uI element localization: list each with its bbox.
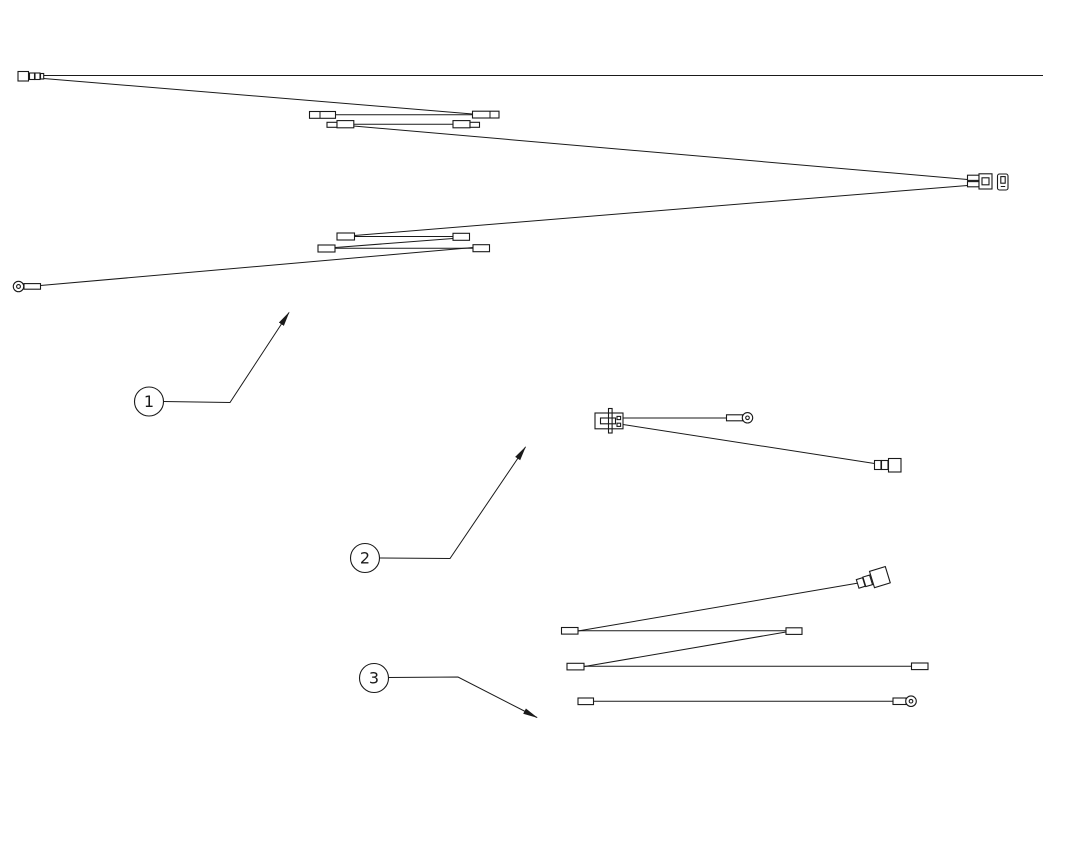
leader-arrow [387,676,538,718]
two-pin-plug-connector [966,173,993,190]
callout-2[interactable]: 2 [349,446,527,574]
leader-arrow [163,311,290,404]
harness-group-1 [12,70,1043,293]
splice-terminal [472,244,491,253]
leader-arrow [378,446,527,560]
splice-terminal [317,244,336,253]
callout-number: 1 [144,392,154,411]
splice-terminal [910,662,929,671]
wire-lead [43,78,473,115]
splice-terminal [785,627,803,635]
receptacle-terminal [873,457,902,473]
socket-connector [17,70,45,82]
callout-3[interactable]: 3 [358,662,538,718]
splice-terminal [577,697,595,706]
wire-lead [584,631,787,667]
wire-lead [353,125,968,180]
wire-lead [577,582,859,632]
splice-terminal [336,232,356,241]
harness-group-2 [594,407,902,473]
splice-terminal [452,232,471,241]
callout-balloon[interactable] [358,662,390,694]
splice-terminal [471,110,500,119]
angled-receptacle-terminal [855,565,891,589]
harness-group-3 [560,565,929,708]
callout-number: 3 [369,669,379,688]
wire-lead [335,238,454,248]
connector-cap [996,173,1009,191]
ring-terminal [725,412,754,424]
fuse-holder-connector [594,407,624,434]
callout-number: 2 [360,549,370,568]
callout-balloon[interactable] [349,542,381,574]
wire-lead [622,424,875,464]
splice-terminal [566,662,585,671]
splice-terminal [560,626,579,635]
bullet-terminal [326,120,355,129]
ring-terminal [12,280,42,293]
ring-terminal [892,695,917,708]
callout-balloon[interactable] [133,386,165,417]
bullet-terminal [452,120,481,129]
wire-lead [40,247,474,286]
wire-lead [354,185,968,236]
splice-terminal [308,110,337,119]
callout-1[interactable]: 1 [133,311,290,417]
